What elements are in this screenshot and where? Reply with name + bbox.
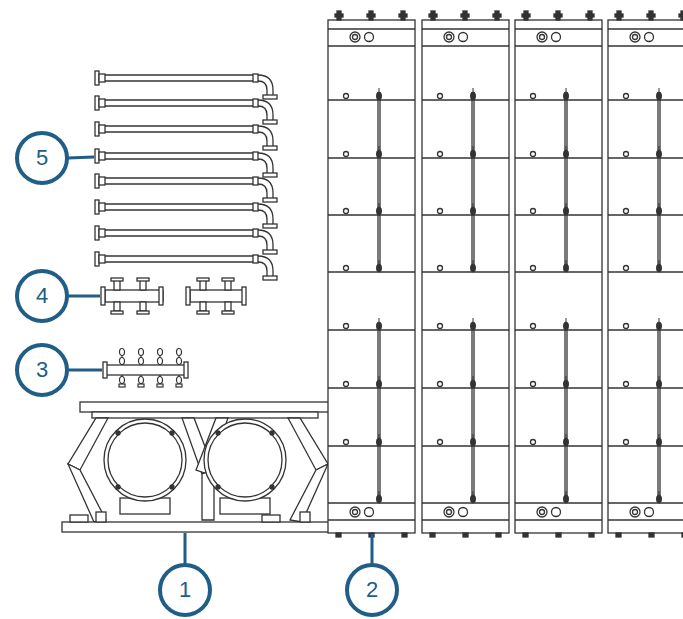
callout-number: 1 [158, 563, 212, 617]
callout-text: 5 [36, 147, 48, 169]
callout-text: 4 [36, 285, 48, 307]
callout-text: 1 [179, 579, 191, 601]
callout-text: 3 [36, 359, 48, 381]
callout-number: 4 [15, 269, 69, 323]
callout-number: 2 [345, 563, 399, 617]
callout-text: 2 [366, 579, 378, 601]
callout-number: 3 [15, 343, 69, 397]
callout-number: 5 [15, 131, 69, 185]
